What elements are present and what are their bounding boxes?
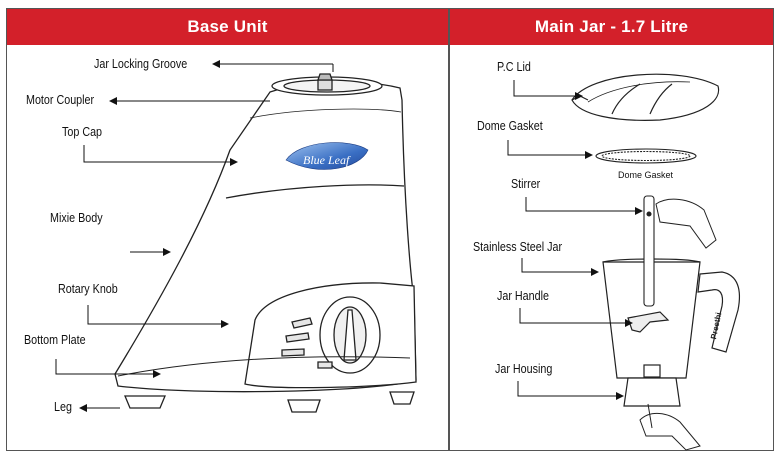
label-bottom-plate: Bottom Plate <box>24 333 86 347</box>
caption-dome-gasket: Dome Gasket <box>618 170 674 180</box>
label-motor-coupler: Motor Coupler <box>26 93 95 107</box>
base-unit-leader-lines <box>55 60 334 412</box>
steel-jar-drawing <box>602 258 741 407</box>
label-stirrer: Stirrer <box>511 177 541 191</box>
label-stainless-steel-jar: Stainless Steel Jar <box>473 240 563 254</box>
label-pc-lid: P.C Lid <box>497 60 531 74</box>
label-leg: Leg <box>54 400 72 414</box>
stirrer-drawing <box>643 195 655 307</box>
label-mixie-body: Mixie Body <box>50 211 103 225</box>
main-jar-leader-lines <box>507 80 643 400</box>
dome-gasket-drawing <box>595 148 697 164</box>
blue-leaf-logo: Blue Leaf <box>285 142 369 170</box>
logo-text: Blue Leaf <box>303 153 351 167</box>
main-jar-title: Main Jar - 1.7 Litre <box>450 9 773 45</box>
label-top-cap: Top Cap <box>62 125 103 139</box>
pc-lid-drawing <box>571 73 720 121</box>
label-jar-locking-groove: Jar Locking Groove <box>94 57 188 71</box>
label-jar-handle: Jar Handle <box>497 289 549 303</box>
label-rotary-knob: Rotary Knob <box>58 282 118 296</box>
hand-drawings <box>639 198 717 451</box>
mixer-base-drawing <box>114 73 417 413</box>
label-jar-housing: Jar Housing <box>495 362 553 376</box>
label-dome-gasket: Dome Gasket <box>477 119 543 133</box>
base-unit-title: Base Unit <box>7 9 448 45</box>
